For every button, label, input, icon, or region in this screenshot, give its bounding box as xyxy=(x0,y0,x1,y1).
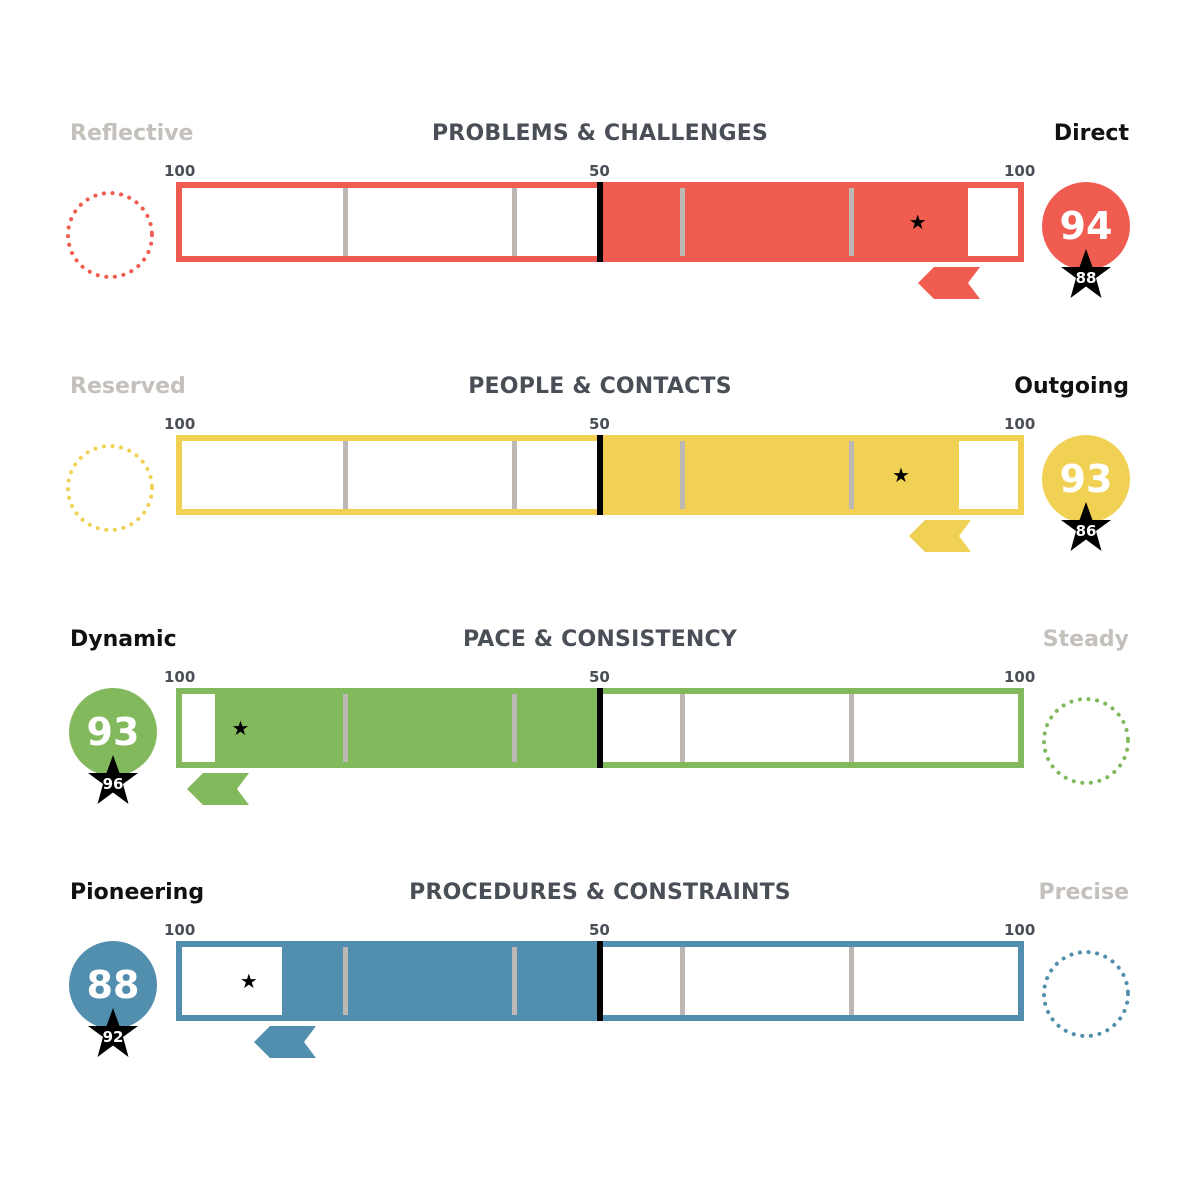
tick-label-right: 100 xyxy=(1004,415,1036,433)
gridline xyxy=(680,947,685,1015)
left-trait-label: Pioneering xyxy=(70,880,205,905)
gridline xyxy=(849,441,854,509)
scale-row-pace-consistency: Dynamic PACE & CONSISTENCY Steady 100 50… xyxy=(0,626,1200,879)
benchmark-badge: 86 xyxy=(1059,501,1113,555)
score-fill xyxy=(282,947,600,1015)
tick-label-mid: 50 xyxy=(589,415,610,433)
gridline xyxy=(512,188,517,256)
right-trait-label: Precise xyxy=(1038,880,1130,905)
scale-title: PROBLEMS & CHALLENGES xyxy=(431,121,768,146)
benchmark-value: 96 xyxy=(102,775,124,793)
benchmark-value: 92 xyxy=(102,1028,124,1046)
benchmark-star-icon: ★ xyxy=(231,716,250,740)
tick-label-right: 100 xyxy=(1004,162,1036,180)
scale-row-problems-challenges: Reflective PROBLEMS & CHALLENGES Direct … xyxy=(0,120,1200,373)
gridline xyxy=(343,947,348,1015)
gridline xyxy=(849,694,854,762)
benchmark-badge: 96 xyxy=(86,754,140,808)
scale-bar: ★ xyxy=(176,182,1024,262)
midpoint-line xyxy=(597,435,603,515)
right-trait-label: Direct xyxy=(1053,121,1129,146)
arrow-left-icon xyxy=(254,1026,317,1058)
midpoint-line xyxy=(597,941,603,1021)
tick-label-left: 100 xyxy=(164,162,196,180)
left-trait-label: Reflective xyxy=(70,121,194,146)
benchmark-value: 86 xyxy=(1075,522,1097,540)
gridline xyxy=(849,188,854,256)
benchmark-badge: 92 xyxy=(86,1007,140,1061)
dotted-circle-icon xyxy=(1042,950,1130,1038)
gridline xyxy=(680,441,685,509)
scale-row-procedures-constraints: Pioneering PROCEDURES & CONSTRAINTS Prec… xyxy=(0,879,1200,1132)
gridline xyxy=(343,441,348,509)
left-trait-label: Reserved xyxy=(70,374,186,399)
star-icon xyxy=(1061,502,1111,551)
tick-label-left: 100 xyxy=(164,921,196,939)
scale-bar: ★ xyxy=(176,688,1024,768)
score-circle: 93 xyxy=(1042,435,1130,523)
benchmark-badge: 88 xyxy=(1059,248,1113,302)
benchmark-star-icon: ★ xyxy=(239,969,258,993)
scale-title: PACE & CONSISTENCY xyxy=(462,627,738,652)
gridline xyxy=(849,947,854,1015)
tick-label-right: 100 xyxy=(1004,921,1036,939)
gridline xyxy=(512,441,517,509)
gridline xyxy=(512,947,517,1015)
tick-label-mid: 50 xyxy=(589,162,610,180)
dotted-circle-icon xyxy=(66,444,154,532)
arrow-left-icon xyxy=(917,267,980,299)
gridline xyxy=(343,188,348,256)
scale-bar: ★ xyxy=(176,435,1024,515)
tick-label-right: 100 xyxy=(1004,668,1036,686)
scale-bar: ★ xyxy=(176,941,1024,1021)
score-circle: 94 xyxy=(1042,182,1130,270)
score-fill xyxy=(600,441,960,509)
tick-label-left: 100 xyxy=(164,415,196,433)
benchmark-value: 88 xyxy=(1075,269,1097,287)
star-icon xyxy=(88,1008,138,1057)
left-trait-label: Dynamic xyxy=(70,627,177,652)
star-icon xyxy=(88,755,138,804)
scale-title: PROCEDURES & CONSTRAINTS xyxy=(409,880,791,905)
right-trait-label: Steady xyxy=(1042,627,1129,652)
benchmark-star-icon: ★ xyxy=(891,463,910,487)
dotted-circle-icon xyxy=(1042,697,1130,785)
right-trait-label: Outgoing xyxy=(1014,374,1129,399)
gridline xyxy=(512,694,517,762)
arrow-left-icon xyxy=(187,773,250,805)
dotted-circle-icon xyxy=(66,191,154,279)
scale-row-people-contacts: Reserved PEOPLE & CONTACTS Outgoing 100 … xyxy=(0,373,1200,626)
tick-label-left: 100 xyxy=(164,668,196,686)
arrow-left-icon xyxy=(909,520,972,552)
midpoint-line xyxy=(597,688,603,768)
midpoint-line xyxy=(597,182,603,262)
gridline xyxy=(680,188,685,256)
tick-label-mid: 50 xyxy=(589,921,610,939)
star-icon xyxy=(1061,249,1111,298)
score-fill xyxy=(215,694,600,762)
scale-title: PEOPLE & CONTACTS xyxy=(468,374,732,399)
tick-label-mid: 50 xyxy=(589,668,610,686)
gridline xyxy=(680,694,685,762)
benchmark-star-icon: ★ xyxy=(908,210,927,234)
score-fill xyxy=(600,188,968,256)
gridline xyxy=(343,694,348,762)
